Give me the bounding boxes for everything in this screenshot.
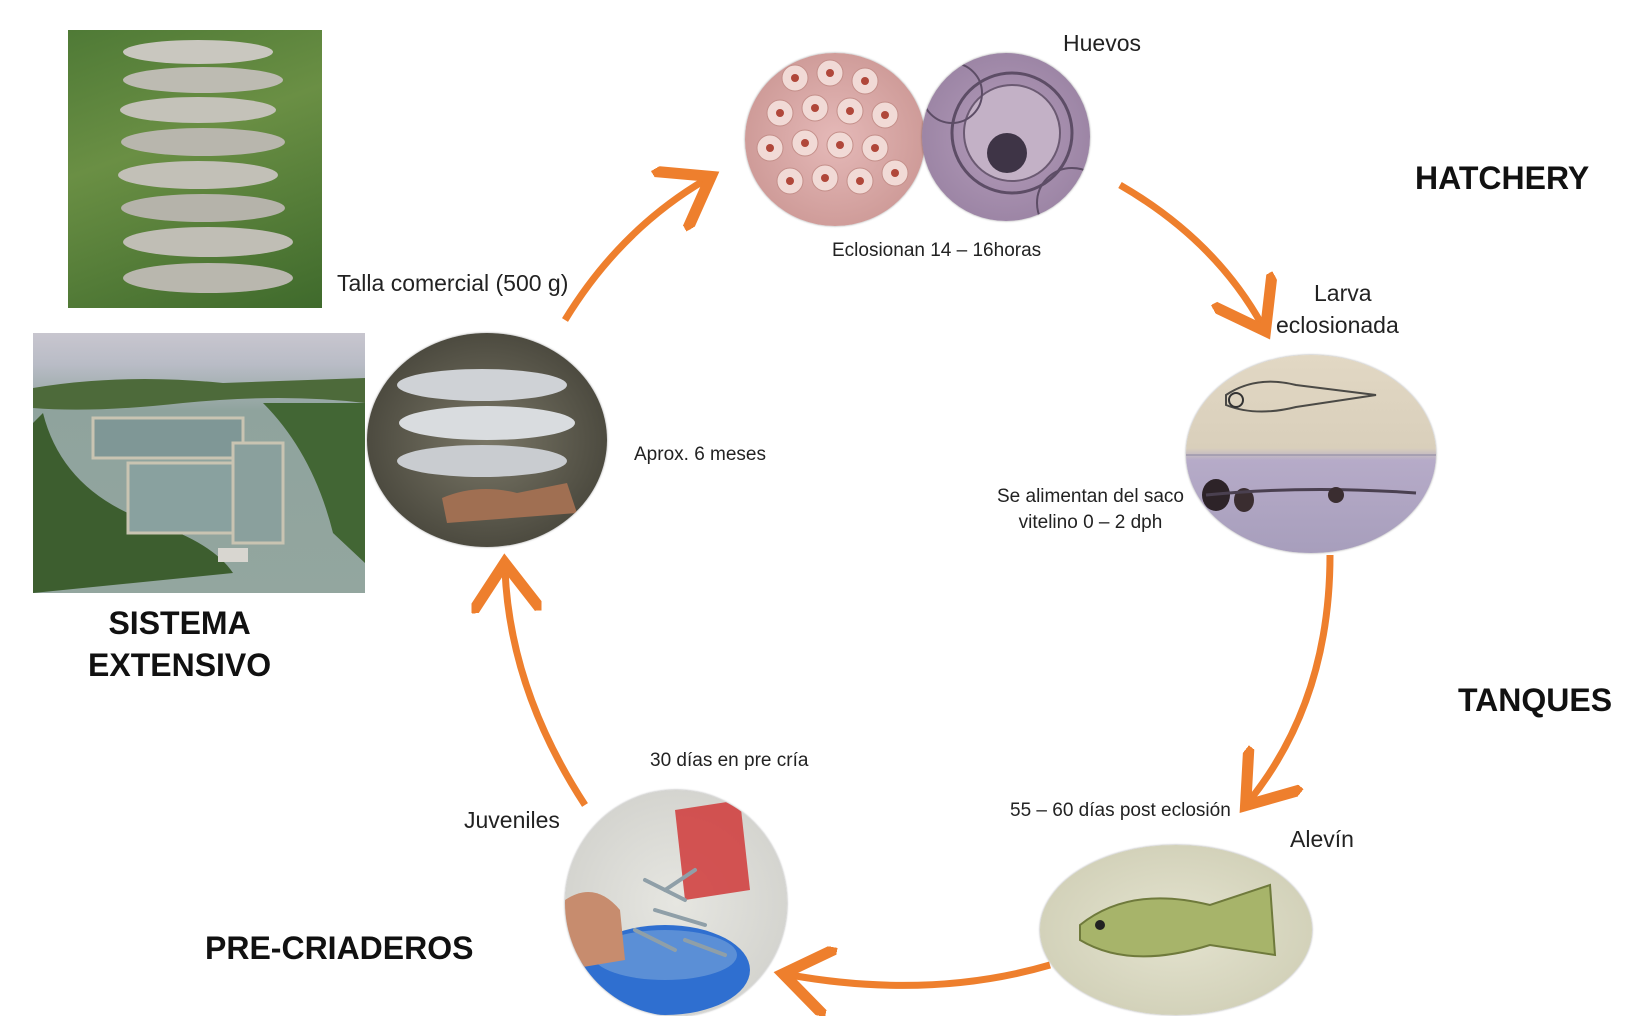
label-treinta-dias: 30 días en pre cría	[650, 750, 808, 772]
label-talla-comercial: Talla comercial (500 g)	[337, 270, 568, 297]
arrow-eggs-to-larva	[1120, 185, 1262, 325]
label-aprox-meses: Aprox. 6 meses	[634, 444, 766, 466]
label-huevos: Huevos	[1063, 30, 1141, 57]
larva-photo	[1186, 355, 1436, 553]
eggs-photo-2	[922, 53, 1090, 221]
harvested-fish-photo	[68, 30, 322, 308]
eggs-photo-1	[745, 53, 925, 226]
arrow-juvenile-to-market	[505, 570, 585, 805]
stage-hatchery: HATCHERY	[1415, 158, 1589, 200]
stage-sistema-line1: SISTEMA	[88, 603, 271, 645]
juveniles-photo	[565, 790, 787, 1016]
label-larva-line1: Larva	[1276, 277, 1399, 309]
stage-tanques: TANQUES	[1458, 680, 1612, 722]
label-saco-vitelino: Se alimentan del saco vitelino 0 – 2 dph	[997, 484, 1184, 535]
arrow-larva-to-fingerling	[1250, 555, 1330, 800]
arrow-market-to-eggs	[565, 180, 705, 320]
label-eclosionan: Eclosionan 14 – 16horas	[832, 240, 1041, 262]
stage-pre-criaderos: PRE-CRIADEROS	[205, 928, 473, 970]
label-saco-line2: vitelino 0 – 2 dph	[997, 510, 1184, 536]
stage-sistema-line2: EXTENSIVO	[88, 645, 271, 687]
aerial-ponds-photo	[33, 333, 365, 593]
stage-sistema-extensivo: SISTEMA EXTENSIVO	[88, 603, 271, 686]
label-larva-eclosionada: Larva eclosionada	[1276, 277, 1399, 341]
label-alevin: Alevín	[1290, 826, 1354, 853]
label-saco-line1: Se alimentan del saco	[997, 484, 1184, 510]
fingerling-photo	[1040, 845, 1312, 1015]
label-post-eclosion: 55 – 60 días post eclosión	[1010, 800, 1231, 822]
market-size-fish-photo	[367, 333, 607, 547]
label-juveniles: Juveniles	[464, 807, 560, 834]
arrow-fingerling-to-juvenile	[790, 965, 1050, 985]
label-larva-line2: eclosionada	[1276, 309, 1399, 341]
